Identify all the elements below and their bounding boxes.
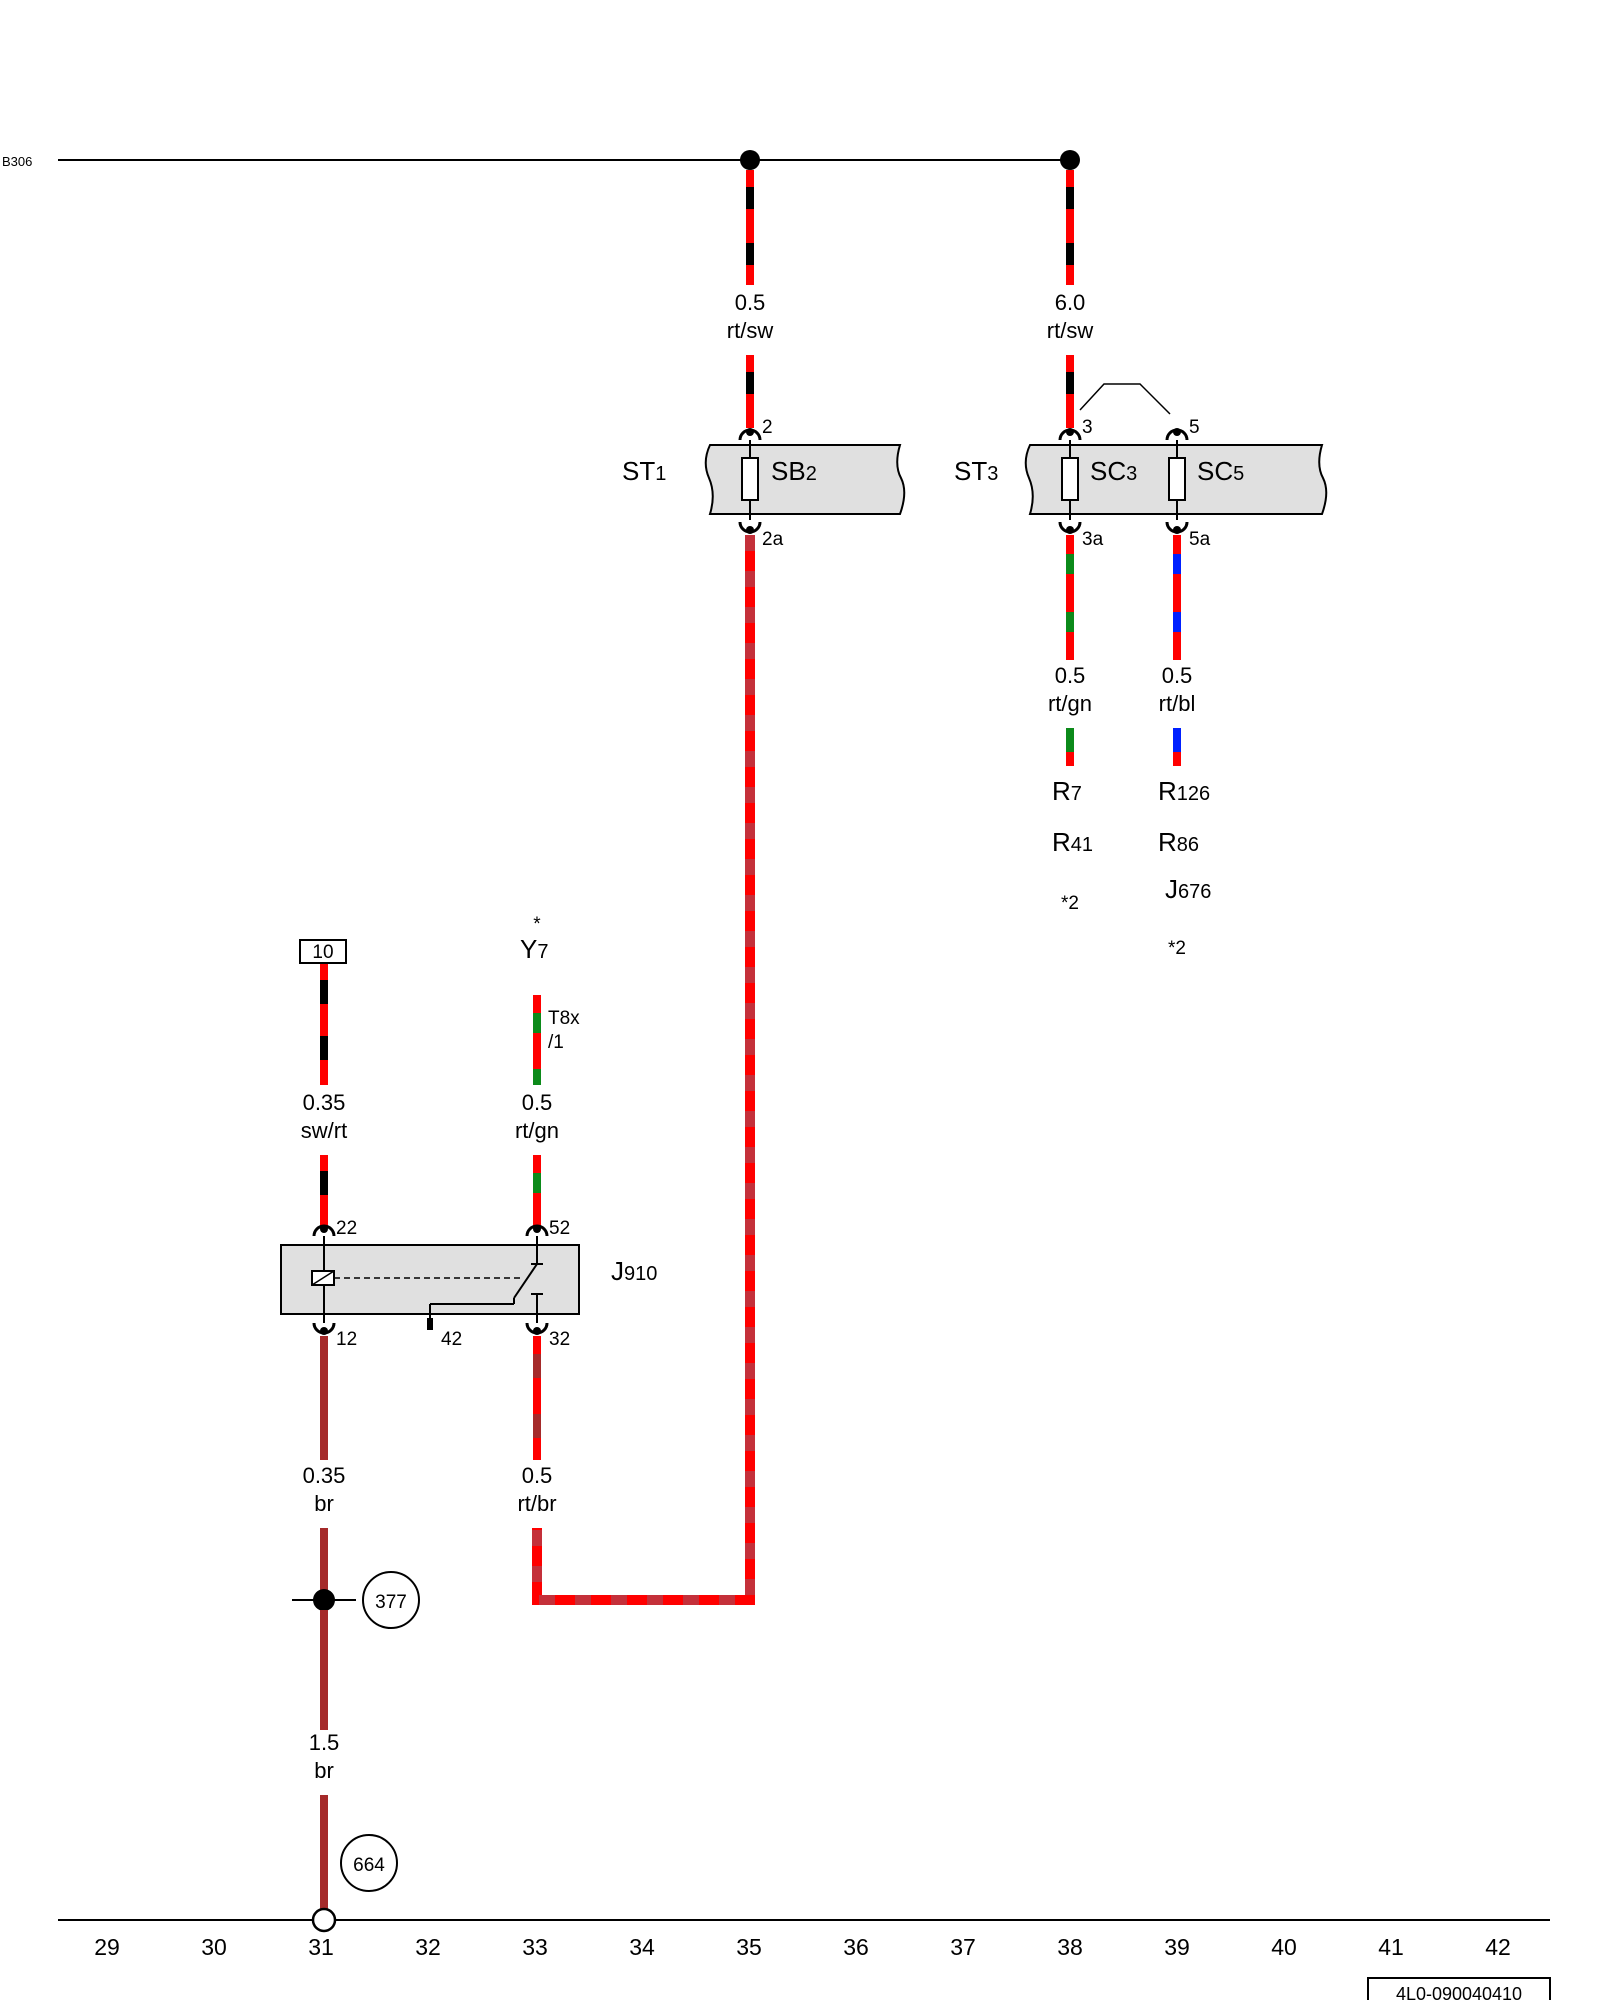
y7-star: * (533, 914, 541, 935)
grid-number: 32 (415, 1934, 441, 1960)
pin-dot (1173, 526, 1181, 534)
pin-label: 2 (762, 417, 773, 438)
grid-number: 37 (950, 1934, 976, 1960)
ground-point-664-label: 664 (353, 1855, 385, 1876)
wire-color-label: rt/gn (1048, 691, 1092, 716)
pin-label: 3 (1082, 417, 1093, 438)
fuse-sb2-icon (741, 457, 759, 501)
ground-point-664-icon (340, 1834, 398, 1892)
ref-y7: Y7 (520, 934, 548, 964)
fuse-sc5-label: SC5 (1197, 456, 1244, 486)
pin-dot (1066, 526, 1074, 534)
pin-label: 3a (1082, 529, 1104, 550)
relay-internal-icon (311, 1236, 543, 1330)
grid-number: 38 (1057, 1934, 1083, 1960)
wire-size-label: 0.5 (522, 1090, 553, 1115)
fuse-sc5-icon (1168, 457, 1186, 501)
ref-r86: R86 (1158, 827, 1199, 857)
junction-dot-35 (740, 150, 760, 170)
wire-size-label: 6.0 (1055, 290, 1086, 315)
pin-dot (320, 1225, 328, 1233)
grid-number: 41 (1378, 1934, 1404, 1960)
pin-label: 5 (1189, 417, 1200, 438)
ref-r126: R126 (1158, 776, 1210, 806)
doc-id: 4L0-090040410 (1396, 1984, 1522, 2000)
grid-number: 36 (843, 1934, 869, 1960)
pin-dot (533, 1225, 541, 1233)
grid-number: 34 (629, 1934, 655, 1960)
grid-number: 40 (1271, 1934, 1297, 1960)
fuse-sc3-label: SC3 (1090, 456, 1137, 486)
grid-numbers: 29 30 31 32 33 34 35 36 37 38 39 40 41 42 (94, 1934, 1511, 1960)
ground-terminal-icon (311, 1907, 337, 1933)
wire-color-label: rt/gn (515, 1118, 559, 1143)
pin-dot (746, 526, 754, 534)
grid-number: 29 (94, 1934, 120, 1960)
ref-note: *2 (1168, 938, 1186, 959)
wire-color-label: br (314, 1758, 334, 1783)
grid-number: 39 (1164, 1934, 1190, 1960)
ref-j676: J676 (1165, 874, 1211, 904)
relay-label-j910: J910 (611, 1256, 657, 1286)
junction-dot (313, 1589, 335, 1611)
ref-r7: R7 (1052, 776, 1082, 806)
fuse-box-label-st3: ST3 (954, 456, 998, 486)
pin-label: 22 (336, 1218, 357, 1239)
wire-color-label: rt/bl (1159, 691, 1196, 716)
doc-id-box (1367, 1977, 1551, 2000)
terminal-10-label: 10 (312, 942, 333, 963)
pin-label: 12 (336, 1329, 357, 1350)
top-rail-label: B306 (2, 154, 32, 169)
grid-number: 33 (522, 1934, 548, 1960)
wire-color-label: rt/sw (1047, 318, 1094, 343)
ref-note: *2 (1061, 893, 1079, 914)
grid-number: 42 (1485, 1934, 1511, 1960)
pin-label: 42 (441, 1329, 462, 1350)
fuse-sc3-icon (1061, 457, 1079, 501)
wire-size-label: 0.5 (1162, 663, 1193, 688)
wire-size-label: 0.35 (303, 1090, 346, 1115)
bridge-line (1079, 383, 1171, 415)
grid-number: 31 (308, 1934, 334, 1960)
terminal-10-box (299, 939, 347, 964)
pin-dot (320, 1327, 328, 1335)
fuse-box-label-st1: ST1 (622, 456, 666, 486)
connector-label: /1 (548, 1032, 564, 1053)
ref-r41: R41 (1052, 827, 1093, 857)
pin-label: 32 (549, 1329, 570, 1350)
wire-size-label: 1.5 (309, 1730, 340, 1755)
wire-size-label: 0.5 (522, 1463, 553, 1488)
ground-point-377-label: 377 (375, 1592, 407, 1613)
wire-color-label: rt/sw (727, 318, 774, 343)
wire-color-label: br (314, 1491, 334, 1516)
junction-dot-38 (1060, 150, 1080, 170)
pin-label: 2a (762, 529, 784, 550)
grid-number: 30 (201, 1934, 227, 1960)
connector-label: T8x (548, 1008, 580, 1029)
pin-dot (1173, 428, 1181, 436)
wire-size-label: 0.5 (735, 290, 766, 315)
ground-point-377-icon (362, 1571, 420, 1629)
wire-color-label: rt/br (517, 1491, 556, 1516)
pin-dot (1066, 428, 1074, 436)
pin-dot (746, 428, 754, 436)
wire-size-label: 0.5 (1055, 663, 1086, 688)
wire-size-label: 0.35 (303, 1463, 346, 1488)
fuse-sb2-label: SB2 (771, 456, 817, 486)
wire-core (532, 535, 755, 1605)
pin-label: 5a (1189, 529, 1211, 550)
wire-stripe (532, 535, 755, 1605)
pin-label: 52 (549, 1218, 570, 1239)
wire-rt-br-long (532, 535, 755, 1605)
wire-color-label: sw/rt (301, 1118, 347, 1143)
grid-number: 35 (736, 1934, 762, 1960)
pin-dot (533, 1327, 541, 1335)
